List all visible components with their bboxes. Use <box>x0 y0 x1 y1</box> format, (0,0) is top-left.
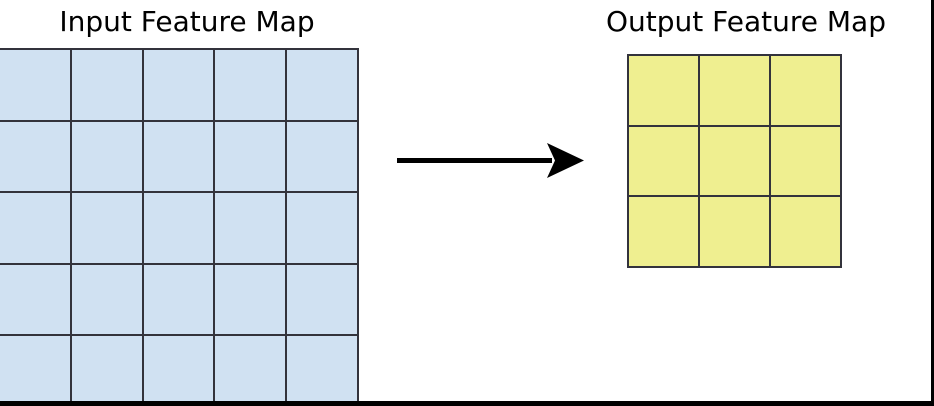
input-grid-cell <box>71 193 142 263</box>
input-grid-cell <box>287 264 357 335</box>
input-grid-cell <box>215 264 286 335</box>
output-feature-map-title: Output Feature Map <box>606 5 886 38</box>
input-grid-cell <box>71 121 142 192</box>
input-grid-cell <box>0 121 70 192</box>
input-grid-cell <box>143 193 214 263</box>
input-grid-cell <box>143 121 214 192</box>
output-grid-cell <box>700 197 769 266</box>
input-grid-cell <box>215 121 286 192</box>
input-grid-cell <box>143 336 214 406</box>
output-grid-cell <box>771 197 840 266</box>
input-grid-cell <box>287 336 357 406</box>
input-grid-cell <box>143 264 214 335</box>
figure-frame-bottom <box>0 401 934 406</box>
output-grid-cell <box>629 56 698 125</box>
output-grid-cell <box>700 126 769 196</box>
output-grid-cell <box>629 126 698 196</box>
output-grid-cell <box>629 197 698 266</box>
input-grid-cell <box>143 50 214 120</box>
input-grid-cell <box>215 50 286 120</box>
output-feature-map-grid <box>627 54 842 268</box>
input-feature-map-grid <box>0 48 359 406</box>
input-grid-cell <box>287 121 357 192</box>
input-grid-cell <box>0 50 70 120</box>
output-grid-cell <box>700 56 769 125</box>
input-grid-cell <box>215 336 286 406</box>
input-grid-cell <box>0 336 70 406</box>
input-grid-cell <box>287 50 357 120</box>
output-grid-cell <box>771 126 840 196</box>
input-feature-map-title: Input Feature Map <box>59 5 315 38</box>
input-grid-cell <box>287 193 357 263</box>
input-grid-cell <box>71 264 142 335</box>
input-grid-cell <box>215 193 286 263</box>
output-grid-cell <box>771 56 840 125</box>
figure-frame-right <box>931 0 934 406</box>
input-grid-cell <box>71 50 142 120</box>
input-grid-cell <box>0 264 70 335</box>
input-grid-cell <box>0 193 70 263</box>
input-grid-cell <box>71 336 142 406</box>
arrow-right-icon <box>397 143 584 178</box>
